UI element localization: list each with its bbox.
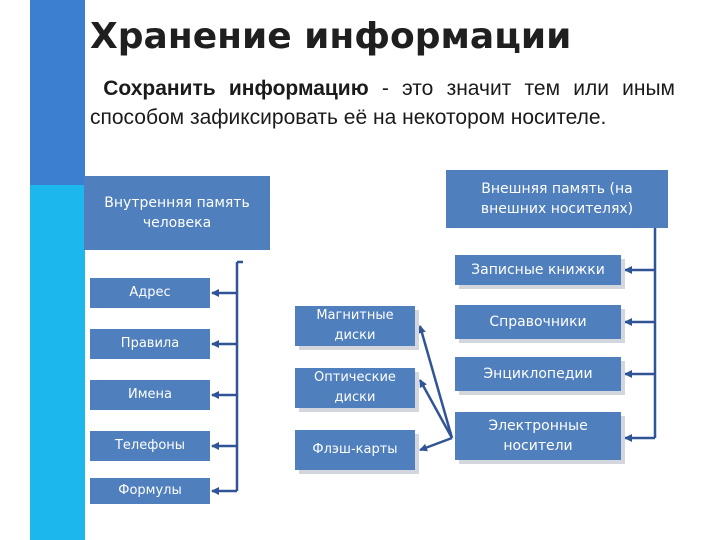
internal-item-phones: Телефоны (90, 431, 210, 461)
media-magnetic-disks: Магнитные диски (295, 306, 415, 346)
sidebar-accent-top (30, 0, 85, 185)
arrow-to-optical (418, 379, 454, 439)
external-item-electronic-media: Электронные носители (455, 412, 621, 460)
internal-item-address: Адрес (90, 278, 210, 308)
internal-item-formulas: Формулы (90, 478, 210, 504)
media-optical-disks: Оптические диски (295, 368, 415, 408)
sidebar-accent-bottom (30, 185, 85, 540)
slide-title: Хранение информации (90, 16, 572, 57)
media-flash-cards: Флэш-карты (295, 430, 415, 470)
internal-item-names: Имена (90, 380, 210, 410)
arrow-to-flash (419, 436, 453, 452)
internal-memory-box: Внутренняя память человека (84, 176, 270, 250)
external-item-reference-books: Справочники (455, 305, 621, 339)
intro-bold-term: Сохранить информацию (103, 77, 369, 100)
external-item-encyclopedias: Энциклопедии (455, 357, 621, 391)
internal-item-rules: Правила (90, 329, 210, 359)
intro-paragraph: Сохранить информацию - это значит тем ил… (90, 74, 675, 132)
external-item-notebooks: Записные книжки (455, 255, 621, 285)
external-memory-box: Внешняя память (на внешних носителях) (446, 170, 668, 228)
intro-text: - это значит тем или иным способом зафик… (90, 77, 675, 129)
arrow-to-magnetic (418, 325, 454, 439)
